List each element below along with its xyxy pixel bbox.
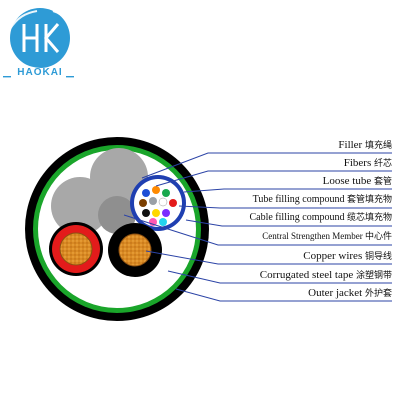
haokai-logo-icon	[3, 8, 74, 78]
label-cable-filling-compound-zh: 缆芯填充物	[346, 213, 392, 223]
label-central-strengthen-member-en: Central Strengthen Member	[262, 231, 363, 241]
label-central-strengthen-member-zh: 中心件	[364, 232, 392, 242]
label-outer-jacket: Outer jacket 外护套	[308, 288, 392, 299]
label-tube-filling-compound-zh: 套管填充物	[346, 195, 392, 205]
brand-name: HAOKAI	[17, 67, 63, 78]
label-copper-wires-en: Copper wires	[303, 250, 363, 262]
label-filler-zh: 填充绳	[364, 141, 392, 151]
label-outer-jacket-en: Outer jacket	[308, 287, 363, 299]
label-fibers: Fibers 纤芯	[344, 158, 392, 169]
copper-conductor-left	[49, 222, 103, 276]
label-outer-jacket-zh: 外护套	[364, 289, 392, 299]
label-corrugated-steel-tape-en: Corrugated steel tape	[259, 269, 354, 281]
fibers-cluster	[139, 186, 177, 226]
label-cable-filling-compound-en: Cable filling compound	[249, 212, 345, 223]
brand-logo: HAOKAI	[0, 0, 82, 90]
leader-lines	[123, 152, 309, 302]
label-corrugated-steel-tape-zh: 涂塑钢带	[355, 271, 392, 281]
label-corrugated-steel-tape: Corrugated steel tape 涂塑钢带	[260, 270, 392, 281]
label-filler-en: Filler	[338, 139, 363, 151]
label-baselines	[309, 152, 392, 302]
label-fibers-en: Fibers	[343, 157, 372, 169]
label-loose-tube-zh: 套管	[373, 177, 392, 187]
label-loose-tube-en: Loose tube	[322, 175, 372, 187]
label-tube-filling-compound-en: Tube filling compound	[252, 194, 345, 205]
label-copper-wires-zh: 铜导线	[364, 252, 392, 262]
label-fibers-zh: 纤芯	[373, 159, 392, 169]
label-cable-filling-compound: Cable filling compound 缆芯填充物	[249, 213, 392, 223]
label-central-strengthen-member: Central Strengthen Member 中心件	[262, 232, 392, 242]
label-tube-filling-compound: Tube filling compound 套管填充物	[253, 195, 392, 205]
label-loose-tube: Loose tube 套管	[323, 176, 392, 187]
label-copper-wires: Copper wires 铜导线	[303, 251, 392, 262]
copper-conductor-right	[108, 223, 162, 277]
label-filler: Filler 填充绳	[338, 140, 392, 151]
